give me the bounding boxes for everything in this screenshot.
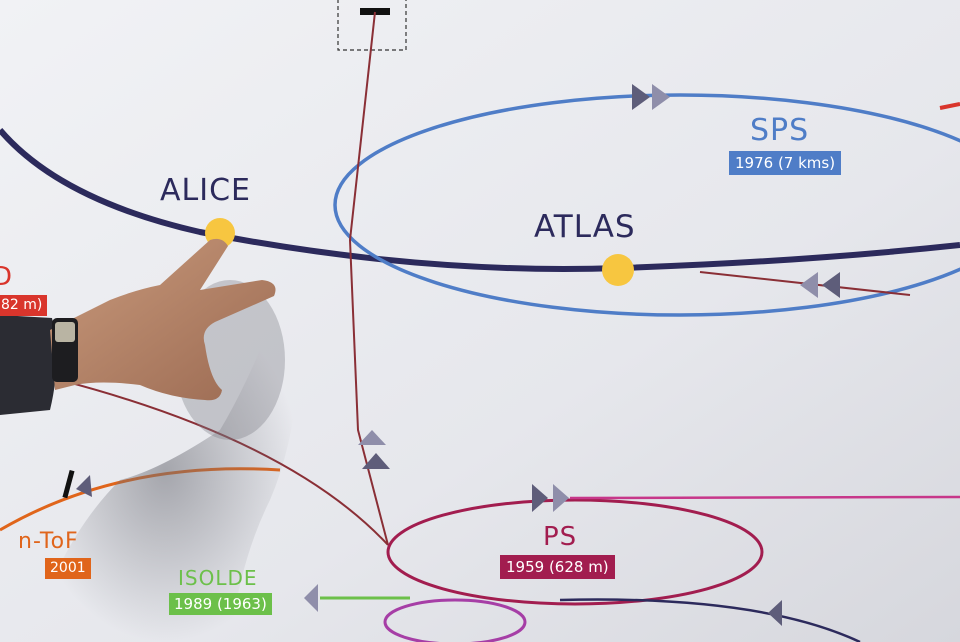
arrow-icon [532, 484, 548, 512]
sps-label: SPS [750, 113, 810, 148]
arrow-icon [362, 453, 390, 469]
arrow-icon [800, 272, 818, 298]
alice-label: ALICE [160, 173, 251, 208]
dashed-box [337, 0, 407, 51]
ps-ring [386, 498, 764, 606]
arrow-icon [632, 84, 650, 110]
arrow-icon [553, 484, 569, 512]
ntof-label: n-ToF [18, 529, 79, 554]
ps-extraction-line [569, 495, 960, 500]
hand-shadow [30, 300, 300, 642]
transfer-line-vertical [348, 11, 389, 546]
sps-ring [333, 93, 960, 317]
atlas-label: ATLAS [534, 209, 636, 245]
isolde-year-tag: 1989 (1963) [169, 593, 272, 615]
left-partial-year-tag: 82 m) [0, 295, 48, 316]
watch-face [55, 322, 75, 342]
sps-year-tag: 1976 (7 kms) [729, 151, 842, 175]
left-partial-label: D [0, 262, 14, 292]
atlas-experiment-dot [602, 254, 634, 286]
ntof-year-tag: 2001 [45, 558, 91, 579]
arrow-icon [768, 600, 782, 626]
pointing-hand [50, 238, 276, 401]
beam-direction-arrows [76, 84, 840, 626]
small-ring [383, 598, 527, 642]
ntof-target-marker [62, 469, 75, 499]
ps-year-tag: 1959 (628 m) [500, 555, 615, 579]
lower-line [559, 598, 861, 642]
arrow-icon [304, 584, 318, 612]
ps-label: PS [543, 522, 578, 552]
lhc-ring [0, 128, 960, 272]
target-marker [360, 8, 390, 15]
jacket-sleeve [0, 315, 57, 415]
arrow-icon [76, 475, 92, 497]
arrow-icon [652, 84, 670, 110]
arrow-icon [358, 430, 386, 445]
red-ring-fragment [939, 102, 960, 110]
isolde-label: ISOLDE [178, 566, 258, 590]
arrow-icon [822, 272, 840, 298]
